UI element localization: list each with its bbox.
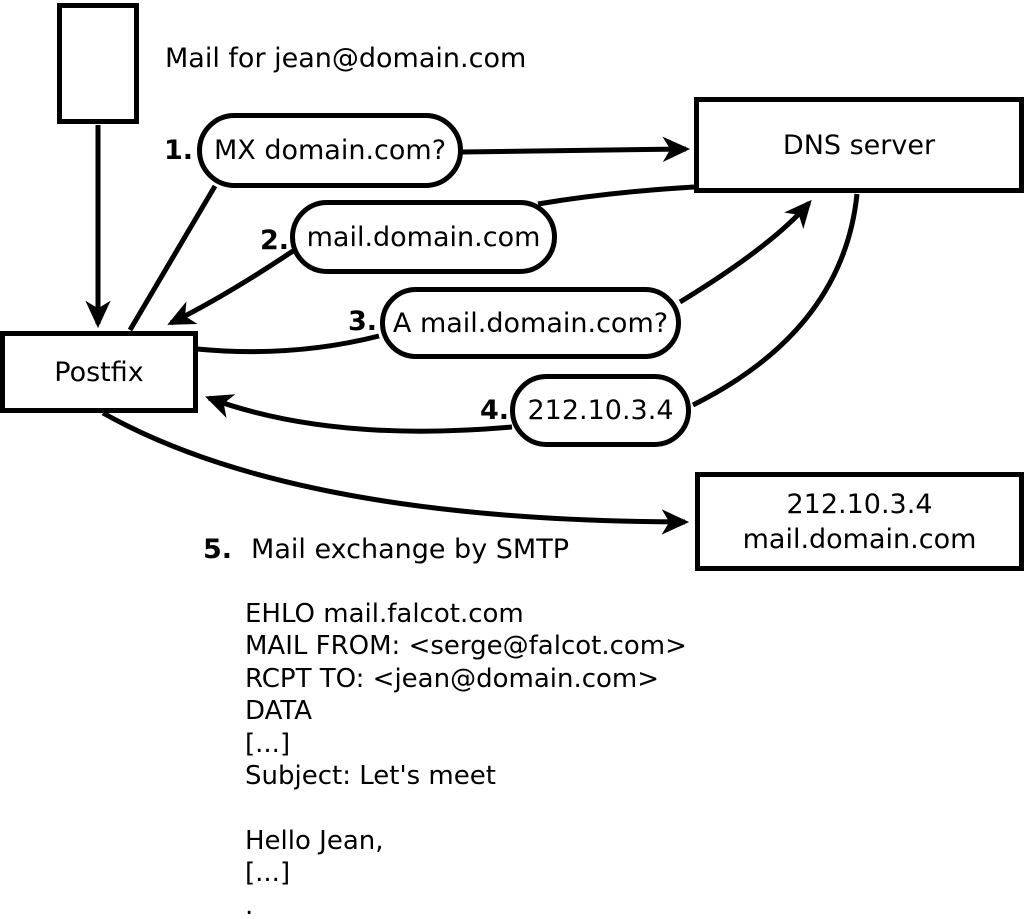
smtp-line-mail-from: MAIL FROM: <serge@falcot.com> — [245, 631, 687, 662]
line-dns-to-answer4 — [691, 193, 860, 408]
smtp-line-rcpt-to: RCPT TO: <jean@domain.com> — [245, 663, 660, 694]
dns-server-box: DNS server — [694, 97, 1024, 193]
smtp-line-ellipsis-1: [...] — [245, 728, 291, 759]
step-5-number: 5. — [203, 534, 233, 565]
smtp-line-end-dot: . — [245, 890, 254, 919]
step-2-number: 2. — [259, 225, 289, 256]
mail-for-label: Mail for jean@domain.com — [165, 43, 527, 74]
query-a-pill: A mail.domain.com? — [380, 287, 681, 359]
answer-a-pill: 212.10.3.4 — [510, 374, 691, 447]
smtp-line-data: DATA — [245, 696, 312, 727]
smtp-session-transcript: EHLO mail.falcot.com MAIL FROM: <serge@f… — [245, 598, 687, 919]
line-postfix-to-query1 — [127, 184, 218, 332]
step-5-caption: 5. Mail exchange by SMTP — [203, 533, 569, 566]
smtp-line-subject: Subject: Let's meet — [245, 760, 496, 791]
smtp-line-ellipsis-2: [...] — [245, 858, 291, 889]
smtp-line-blank — [245, 792, 687, 824]
arrow-answer2-to-postfix — [167, 248, 295, 326]
arrow-query1-to-dns — [461, 136, 691, 162]
arrow-query3-to-dns — [678, 199, 812, 305]
step-4-number: 4. — [479, 395, 509, 426]
step-5-label: Mail exchange by SMTP — [251, 534, 569, 565]
answer-mx-pill: mail.domain.com — [290, 200, 557, 274]
smtp-line-hello: Hello Jean, — [245, 825, 384, 856]
step-1-number: 1. — [163, 135, 193, 166]
mail-message-box — [57, 3, 139, 124]
smtp-line-ehlo: EHLO mail.falcot.com — [245, 599, 524, 629]
line-dns-to-answer2 — [537, 184, 695, 207]
postfix-box: Postfix — [0, 331, 198, 413]
query-mx-pill: MX domain.com? — [197, 113, 463, 188]
mail-server-ip: 212.10.3.4 — [786, 488, 933, 520]
step-3-number: 3. — [347, 306, 377, 337]
mail-server-box: 212.10.3.4 mail.domain.com — [695, 472, 1024, 571]
mail-server-hostname: mail.domain.com — [742, 523, 977, 555]
